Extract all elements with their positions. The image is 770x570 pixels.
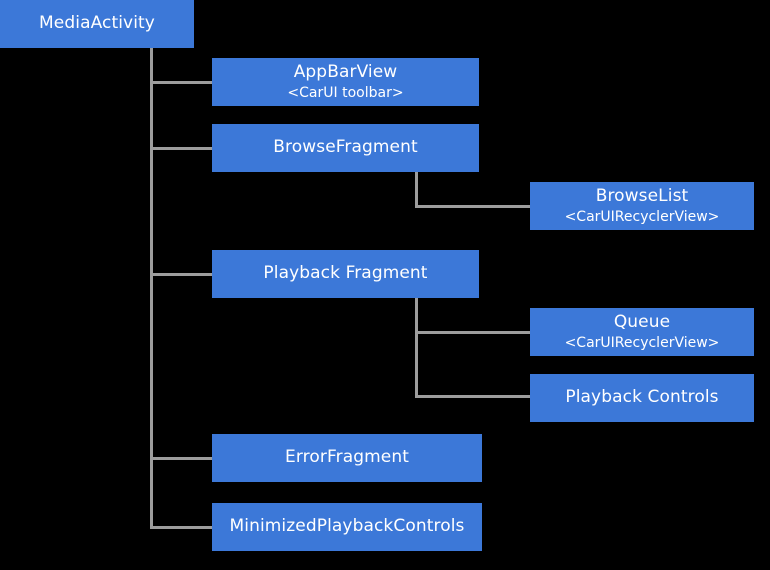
node-title: MinimizedPlaybackControls [229, 516, 465, 537]
connector-to-queue [415, 331, 532, 334]
node-title: ErrorFragment [285, 447, 409, 468]
node-title: MediaActivity [39, 13, 155, 34]
connector-to-browse-fragment [150, 147, 214, 150]
node-browse-fragment[interactable]: BrowseFragment [212, 124, 479, 172]
node-playback-controls[interactable]: Playback Controls [530, 374, 754, 422]
node-media-activity[interactable]: MediaActivity [0, 0, 194, 48]
connector-to-min-pb-controls [150, 526, 214, 529]
node-error-fragment[interactable]: ErrorFragment [212, 434, 482, 482]
node-queue[interactable]: Queue<CarUIRecyclerView> [530, 308, 754, 356]
node-title: BrowseFragment [273, 137, 418, 158]
node-title: Playback Fragment [263, 263, 428, 284]
connector-trunk-main [150, 47, 153, 527]
node-subtitle: <CarUIRecyclerView> [564, 208, 720, 225]
connector-trunk-branch-2 [415, 297, 418, 397]
node-subtitle: <CarUIRecyclerView> [564, 334, 720, 351]
connector-to-playback-frag [150, 273, 214, 276]
node-title: BrowseList [595, 186, 689, 207]
node-app-bar-view[interactable]: AppBarView<CarUI toolbar> [212, 58, 479, 106]
node-playback-fragment[interactable]: Playback Fragment [212, 250, 479, 298]
node-subtitle: <CarUI toolbar> [287, 84, 404, 101]
connector-to-browse-list [415, 205, 532, 208]
node-browse-list[interactable]: BrowseList<CarUIRecyclerView> [530, 182, 754, 230]
node-minimized-playback-controls[interactable]: MinimizedPlaybackControls [212, 503, 482, 551]
connector-trunk-branch [415, 171, 418, 206]
node-title: AppBarView [293, 62, 398, 83]
connector-to-pb-controls [415, 395, 532, 398]
node-title: Playback Controls [565, 387, 719, 408]
node-title: Queue [613, 312, 671, 333]
connector-to-app-bar-view [150, 81, 214, 84]
connector-to-error-fragment [150, 457, 214, 460]
